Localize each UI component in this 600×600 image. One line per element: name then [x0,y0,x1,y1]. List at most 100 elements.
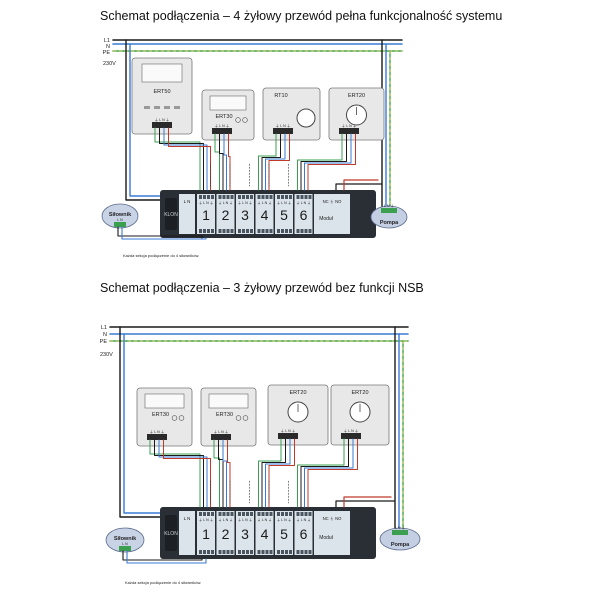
module-section [314,511,350,555]
zone-terminal [261,195,265,199]
zone-terminal [242,229,245,233]
relay-wire [335,183,383,191]
zone-terminal [300,195,304,199]
zone-terminal [199,550,202,554]
zone-terminal [261,550,265,554]
thermostat-terminal-block [147,434,167,440]
zone-number: 5 [280,207,288,223]
thermostat-button [235,415,242,421]
pump-terminal [381,208,397,213]
strip-power-terminals: L N [184,516,191,521]
zone-terminal [246,229,249,233]
zone-terminal [246,195,249,199]
zone-terminal [277,550,280,554]
zone-terminal-labels: ⏚ L N ⏚ [199,200,214,205]
zone-terminal [207,550,210,554]
thermostat-cable-core [268,133,290,191]
strip-brand: KLON [164,531,178,537]
zone-terminal [226,195,230,199]
zone-terminal [211,512,214,516]
thermostat-cable-core [227,439,231,508]
thermostat-cable-core [261,438,286,508]
zone-terminal-labels: ⏚ L N ⏚ [277,517,292,522]
zone-terminal [281,512,284,516]
thermostat-cable-core [163,127,208,191]
zone-terminal [199,195,202,199]
zone-terminal [203,512,206,516]
section-note: Każda sekcja podłączenie do 4 siłowników… [125,580,201,585]
zone-terminal [289,229,292,233]
feed-l-wire [119,326,175,518]
thermostat-button [174,106,180,109]
thermostat-cable-core [154,439,204,508]
zone-terminal [230,512,234,516]
scheme-1-title: Schemat podłączenia – 4 żyłowy przewód p… [100,9,503,23]
zone-terminal [211,195,214,199]
zone-terminal [296,512,300,516]
zone-terminal [281,195,284,199]
thermostat-terminal-labels: ⏚ L N ⏚ [344,428,359,433]
thermostat-cable-core [218,439,224,508]
thermostat-button [242,117,248,123]
thermostat-cable-core [300,438,349,508]
thermostat-cable-core [304,133,352,191]
voltage-label: 230V [100,352,113,358]
pump-label: Pompa [391,542,410,548]
zone-terminal [296,195,300,199]
thermostat-cable-core [154,127,201,191]
zone-terminal [285,195,288,199]
zone-terminal [203,195,206,199]
module-label: Moduł [319,535,334,541]
zone-1 [197,194,215,234]
thermostat-terminal-block [273,128,293,134]
zone-terminal [261,512,265,516]
zone-number: 3 [241,207,249,223]
actuator-terminal-labels: L N [122,542,128,546]
thermostat-terminal-labels: ⏚ L N ⏚ [214,429,229,434]
scheme-2-title: Schemat podłączenia – 3 żyłowy przewód b… [100,281,424,295]
pump-body [370,205,408,229]
zone-terminal [246,512,249,516]
zone-terminal [257,550,261,554]
thermostat-cable-core [261,133,281,191]
pump-terminal-labels: L N ⏚ [395,525,405,530]
zone-terminal [304,550,308,554]
zone-terminal [304,229,308,233]
thermostat-display [208,393,249,409]
zone-3 [236,194,254,234]
zone-terminal [281,229,284,233]
thermostat-terminal-labels: ⏚ L N ⏚ [150,429,165,434]
zone-terminal [269,229,273,233]
zone-5 [275,194,293,234]
thermostat-label: ERT20 [348,93,365,99]
rail-label: L1 [104,38,110,44]
thermostat-button [154,106,160,109]
thermostat-cable-core [213,439,220,508]
zone-2 [216,511,235,555]
zone-4 [255,194,274,234]
thermostat-cable-core [219,133,224,191]
actuator-wire-n [121,226,207,240]
zone-terminal [261,229,265,233]
zone-terminal [230,195,234,199]
zone-terminal [238,512,241,516]
actuator-body [105,527,145,553]
zone-number: 3 [241,526,249,542]
zone-terminal [296,550,300,554]
feed-l-wire [125,39,175,201]
zone-6 [294,511,313,555]
zone-3 [236,511,254,555]
thermostat-label: RT10 [274,93,287,99]
zone-terminal [207,195,210,199]
thermostat-cable-core [307,133,356,191]
zone-terminal [277,512,280,516]
zone-number: 6 [300,526,308,542]
zone-terminal [265,512,269,516]
pump-terminal-labels: L N ⏚ [384,203,394,208]
thermostat-label: ERT50 [153,89,170,95]
module-section [314,194,350,234]
thermostat-cable-core [265,133,286,191]
zone-terminal [230,550,234,554]
voltage-label: 230V [103,61,116,67]
zone-terminal-labels: ⏚ L N ⏚ [199,517,214,522]
